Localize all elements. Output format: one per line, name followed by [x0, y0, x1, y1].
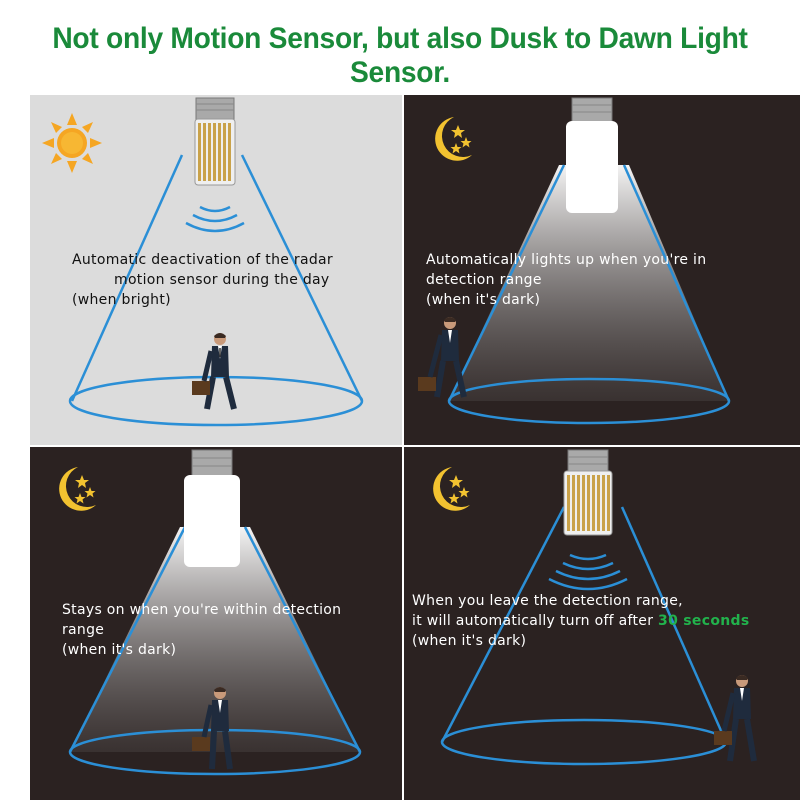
panel-lights-up: Automatically lights up when you're in d… — [404, 95, 800, 445]
caption-line: (when bright) — [72, 292, 171, 308]
caption-line: Stays on when you're within detection — [62, 602, 342, 618]
panel-turn-off-illustration — [433, 449, 757, 766]
caption-line: it will automatically turn off after 30 … — [412, 611, 749, 631]
headline: Not only Motion Sensor, but also Dusk to… — [52, 22, 748, 89]
radar-waves-icon — [185, 205, 245, 233]
panel-day: Automatic deactivation of the radar moti… — [30, 95, 402, 445]
walking-businessman-icon — [418, 317, 467, 398]
detection-cone — [447, 164, 731, 425]
timer-highlight: 30 seconds — [658, 613, 750, 629]
moon-stars-icon — [433, 467, 470, 511]
caption-line: Automatic deactivation of the radar — [72, 252, 333, 268]
caption-line: motion sensor during the day — [114, 272, 330, 288]
caption-day: Automatic deactivation of the radar moti… — [72, 250, 333, 310]
corn-led-bulb-icon — [194, 97, 236, 186]
caption-lights-up: Automatically lights up when you're in d… — [426, 250, 706, 310]
light-beam — [449, 165, 729, 401]
caption-line: range — [62, 622, 105, 638]
panel-day-illustration — [42, 97, 364, 427]
corn-led-bulb-icon — [184, 449, 240, 567]
panel-stays-on: Stays on when you're within detection ra… — [30, 447, 402, 800]
light-beam — [70, 527, 360, 752]
caption-stays-on: Stays on when you're within detection ra… — [62, 600, 341, 660]
corn-led-bulb-icon — [566, 97, 618, 213]
walking-businessman-icon — [192, 333, 237, 410]
caption-line: detection range — [426, 272, 542, 288]
detection-cone — [68, 526, 362, 776]
caption-line: Automatically lights up when you're in — [426, 252, 707, 268]
panel-turn-off: When you leave the detection range, it w… — [404, 447, 800, 800]
caption-line: (when it's dark) — [412, 633, 527, 649]
caption-line: (when it's dark) — [62, 642, 177, 658]
caption-line: (when it's dark) — [426, 292, 541, 308]
corn-led-bulb-icon — [563, 449, 613, 536]
moon-stars-icon — [59, 467, 96, 511]
caption-turn-off: When you leave the detection range, it w… — [412, 591, 749, 651]
caption-text: it will automatically turn off after — [412, 613, 654, 629]
radar-waves-icon — [548, 553, 628, 591]
panel-stays-on-illustration — [59, 449, 362, 776]
walking-businessman-icon — [192, 687, 233, 770]
walking-businessman-icon — [714, 675, 757, 762]
caption-line: When you leave the detection range, — [412, 593, 683, 609]
panel-lights-up-illustration — [418, 97, 731, 425]
moon-stars-icon — [435, 117, 472, 161]
sun-icon — [42, 113, 102, 173]
